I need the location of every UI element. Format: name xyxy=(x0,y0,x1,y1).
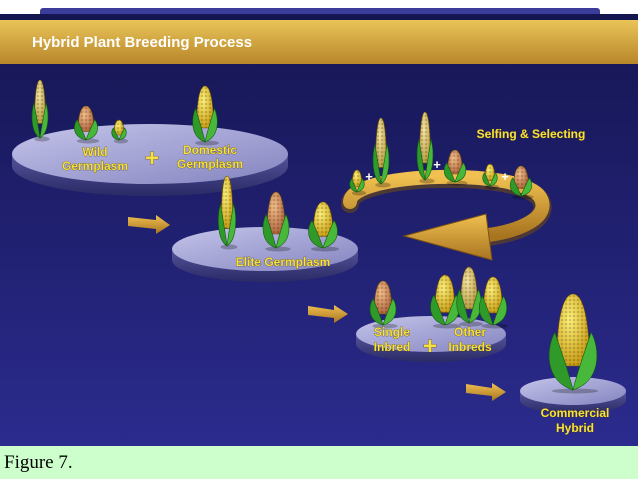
disk-commercial xyxy=(520,377,626,414)
diagram-title: Hybrid Plant Breeding Process xyxy=(32,34,252,51)
corn-ear xyxy=(31,79,50,142)
corn-layer xyxy=(31,79,599,394)
corn-ear xyxy=(416,111,435,184)
top-accent-bar xyxy=(40,8,600,14)
flow-arrow-1 xyxy=(128,215,170,234)
label-wild-1: Wild xyxy=(82,145,107,159)
diagram-canvas: Hybrid Plant Breeding Process Wild Germp… xyxy=(0,14,638,446)
corn-ear xyxy=(443,149,468,186)
corn-ear xyxy=(262,191,291,252)
caption-prefix: Figure xyxy=(4,452,59,473)
top-strip xyxy=(0,0,638,14)
corn-ear xyxy=(509,165,534,200)
caption-suffix: . xyxy=(67,452,73,473)
label-selfing: Selfing & Selecting xyxy=(477,127,586,141)
title-band xyxy=(0,20,638,64)
disk-wild-domestic xyxy=(12,124,288,196)
selfing-plus-2: + xyxy=(433,157,441,172)
corn-ear xyxy=(372,117,391,188)
label-commercial-1: Commercial xyxy=(541,406,610,420)
label-single-1: Single xyxy=(374,325,410,339)
label-domestic-2: Germplasm xyxy=(177,157,243,171)
corn-ear xyxy=(111,119,128,144)
label-other-1: Other xyxy=(454,325,486,339)
label-single-2: Inbred xyxy=(374,340,411,354)
label-wild-2: Germplasm xyxy=(62,159,128,173)
selfing-plus-3: + xyxy=(501,169,509,184)
plus-sign-1: + xyxy=(145,145,159,172)
corn-ear xyxy=(74,105,100,144)
corn-ear xyxy=(349,169,366,196)
plus-sign-2: + xyxy=(423,333,437,360)
corn-ear xyxy=(482,163,499,190)
corn-ear xyxy=(369,280,398,329)
corn-ear xyxy=(218,175,238,250)
flow-arrow-3 xyxy=(466,383,506,401)
corn-ear xyxy=(456,266,483,327)
selfing-plus-1: + xyxy=(365,169,373,184)
corn-ear xyxy=(308,201,339,252)
corn-ear xyxy=(478,276,509,329)
label-other-2: Inbreds xyxy=(448,340,492,354)
figure-caption: Figure 7. xyxy=(4,452,73,474)
disk-inbreds xyxy=(356,316,506,362)
corn-ear xyxy=(548,293,599,394)
corn-ear xyxy=(192,85,219,146)
breeding-diagram: Hybrid Plant Breeding Process Wild Germp… xyxy=(0,14,638,446)
label-domestic-1: Domestic xyxy=(183,143,237,157)
corn-ear xyxy=(430,274,461,329)
flow-arrow-2 xyxy=(308,305,348,323)
figure-caption-bar: Figure 7. xyxy=(0,446,638,479)
label-commercial-2: Hybrid xyxy=(556,421,594,435)
caption-number: 7 xyxy=(58,452,68,473)
label-elite: Elite Germplasm xyxy=(236,255,331,269)
